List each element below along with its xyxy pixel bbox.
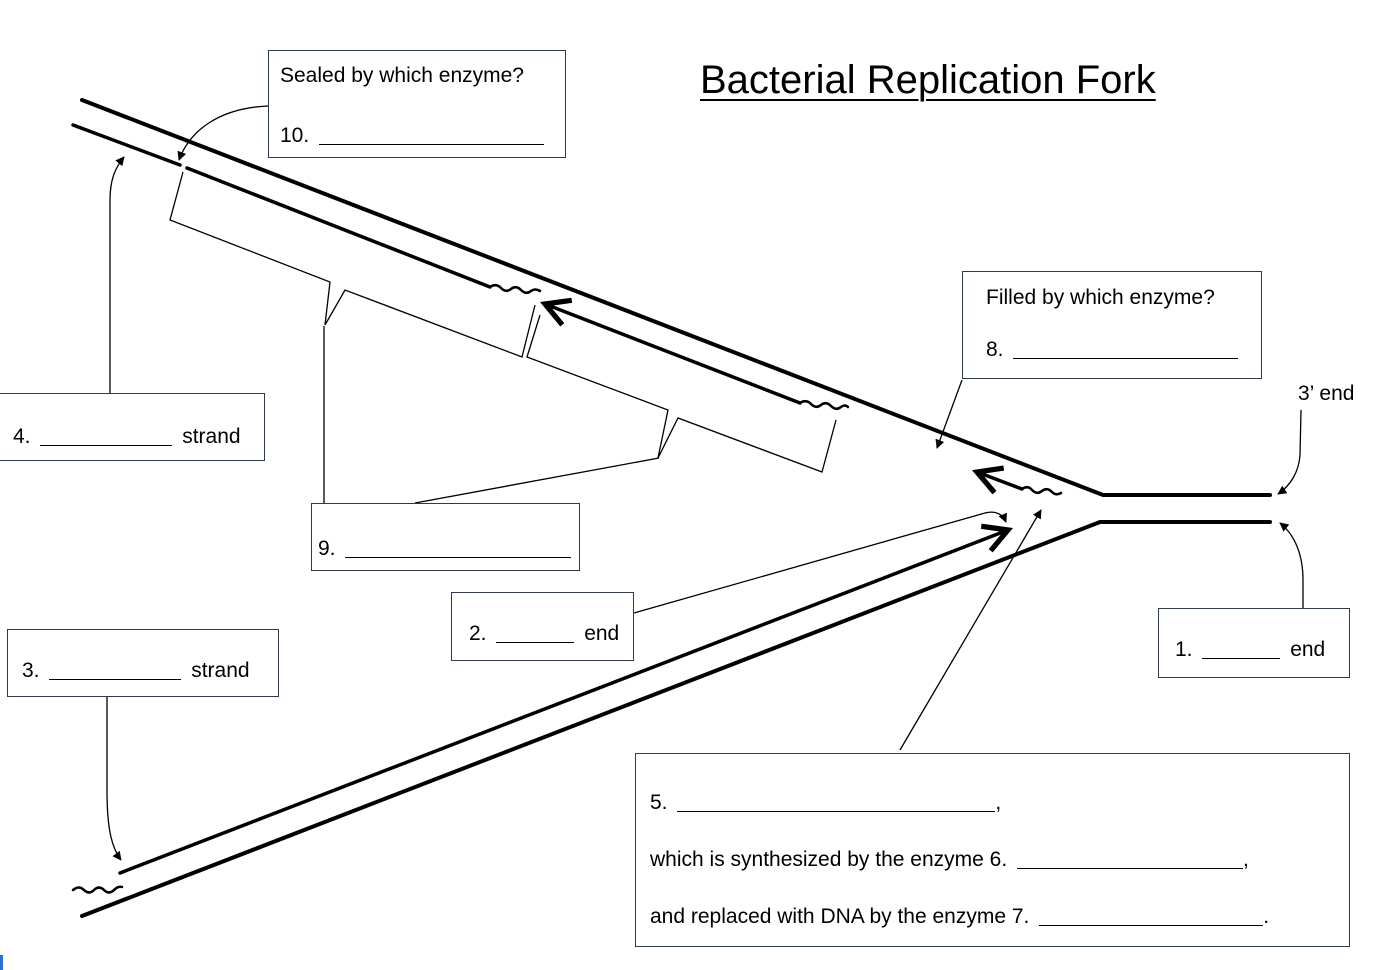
question-box-4: 4. strand bbox=[0, 393, 265, 461]
question-box-5: 5. , which is synthesized by the enzyme … bbox=[635, 753, 1350, 947]
brace-1 bbox=[169, 171, 536, 358]
question-10-number: 10. bbox=[280, 124, 310, 147]
lagging-strand-fragments bbox=[71, 123, 1063, 496]
bottom-parental-strand bbox=[80, 520, 1272, 918]
answer-blank-10[interactable] bbox=[319, 123, 545, 145]
okazaki-fragment-3-primer bbox=[798, 400, 850, 410]
answer-blank-5[interactable] bbox=[677, 790, 996, 812]
question-3-suffix: strand bbox=[191, 659, 250, 682]
question-1-suffix: end bbox=[1290, 638, 1326, 661]
okazaki-fragment-2 bbox=[185, 166, 492, 289]
brace-2 bbox=[526, 314, 837, 473]
question-8-text: Filled by which enzyme? bbox=[986, 286, 1215, 309]
question-9-number: 9. bbox=[318, 537, 336, 560]
parental-strands bbox=[80, 98, 1272, 918]
corner-mark bbox=[0, 955, 3, 970]
leader-q1 bbox=[1279, 522, 1304, 608]
question-6-comma: , bbox=[1243, 848, 1249, 871]
leading-strand-primer bbox=[71, 885, 124, 894]
answer-blank-7[interactable] bbox=[1039, 904, 1264, 926]
new-fragment-near-fork bbox=[977, 472, 1024, 489]
leading-strand bbox=[71, 530, 1008, 894]
leader-q10 bbox=[177, 105, 269, 161]
okazaki-fragment-2-primer bbox=[488, 284, 542, 294]
answer-blank-8[interactable] bbox=[1013, 337, 1239, 359]
leader-3prime bbox=[1277, 409, 1302, 495]
question-box-2: 2. end bbox=[451, 592, 634, 661]
leader-q9-diagonal bbox=[414, 457, 660, 504]
question-5-comma: , bbox=[995, 791, 1002, 814]
question-2-suffix: end bbox=[584, 622, 620, 645]
leader-q2 bbox=[633, 511, 1007, 614]
question-box-10: Sealed by which enzyme? 10. bbox=[268, 50, 566, 158]
answer-blank-9[interactable] bbox=[345, 536, 572, 558]
question-3-number: 3. bbox=[22, 659, 40, 682]
answer-blank-6[interactable] bbox=[1017, 847, 1244, 869]
question-1-number: 1. bbox=[1175, 638, 1193, 661]
leader-q3 bbox=[106, 697, 122, 861]
leader-q5 bbox=[899, 509, 1042, 751]
question-box-8: Filled by which enzyme? 8. bbox=[962, 271, 1262, 379]
okazaki-fragment-1 bbox=[71, 123, 182, 167]
question-box-3: 3. strand bbox=[7, 629, 279, 697]
leader-q8 bbox=[935, 379, 963, 449]
leader-q4 bbox=[109, 156, 125, 393]
question-2-number: 2. bbox=[469, 622, 487, 645]
question-5-number: 5. bbox=[650, 791, 668, 814]
question-box-9: 9. bbox=[311, 503, 580, 571]
fragment-braces bbox=[169, 171, 837, 473]
answer-blank-1[interactable] bbox=[1202, 637, 1281, 659]
leading-strand-line bbox=[118, 530, 1008, 875]
question-7-period: . bbox=[1263, 905, 1270, 928]
question-6-text: which is synthesized by the enzyme 6. bbox=[650, 848, 1008, 871]
answer-blank-4[interactable] bbox=[40, 424, 173, 446]
leader-lines bbox=[106, 105, 1304, 861]
three-prime-end-label: 3’ end bbox=[1298, 382, 1355, 405]
top-parental-strand bbox=[80, 98, 1272, 497]
question-7-text: and replaced with DNA by the enzyme 7. bbox=[650, 905, 1030, 928]
question-box-1: 1. end bbox=[1158, 608, 1350, 678]
new-fragment-primer bbox=[1020, 486, 1063, 496]
answer-blank-2[interactable] bbox=[496, 621, 575, 643]
question-4-suffix: strand bbox=[182, 425, 241, 448]
answer-blank-3[interactable] bbox=[49, 658, 182, 680]
okazaki-fragment-3 bbox=[545, 304, 802, 405]
diagram-title: Bacterial Replication Fork bbox=[700, 58, 1156, 102]
question-8-number: 8. bbox=[986, 338, 1004, 361]
question-4-number: 4. bbox=[13, 425, 31, 448]
question-10-text: Sealed by which enzyme? bbox=[280, 64, 524, 87]
